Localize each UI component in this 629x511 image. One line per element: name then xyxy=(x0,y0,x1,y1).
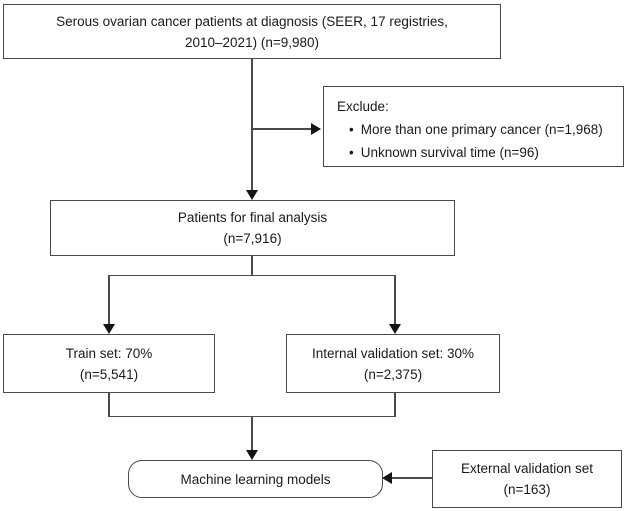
train-set-line1: Train set: 70% xyxy=(65,345,153,361)
arrow-down-icon xyxy=(389,324,401,334)
internal-validation-line1: Internal validation set: 30% xyxy=(311,345,475,361)
external-validation-line1: External validation set xyxy=(460,461,594,476)
final-analysis-line1: Patients for final analysis xyxy=(177,210,328,225)
arrow-left-icon xyxy=(382,471,392,484)
source-population-box: Serous ovarian cancer patients at diagno… xyxy=(3,4,501,59)
bullet-icon: • xyxy=(349,122,354,137)
source-population-line2: 2010–2021) (n=9,980) xyxy=(185,34,319,50)
exclude-item-2-label: Unknown survival time (n=96) xyxy=(360,145,539,160)
connector-split-to-train xyxy=(108,274,110,326)
exclude-item-1: • More than one primary cancer (n=1,968) xyxy=(349,118,603,141)
connector-train-down xyxy=(108,393,110,417)
connector-internal-down xyxy=(394,393,396,417)
internal-validation-line2: (n=2,375) xyxy=(363,366,423,382)
arrow-down-icon xyxy=(246,450,258,460)
machine-learning-models-box: Machine learning models xyxy=(128,460,383,498)
train-set-box: Train set: 70% (n=5,541) xyxy=(3,334,215,393)
connector-branch-to-exclude xyxy=(252,128,312,130)
machine-learning-models-label: Machine learning models xyxy=(180,471,331,487)
final-analysis-box: Patients for final analysis (n=7,916) xyxy=(50,200,455,256)
connector-source-to-final xyxy=(251,59,253,192)
connector-split-to-internal xyxy=(394,274,396,326)
source-population-line1: Serous ovarian cancer patients at diagno… xyxy=(56,13,448,29)
external-validation-set-box: External validation set (n=163) xyxy=(432,450,622,508)
connector-merge-to-ml xyxy=(251,415,253,452)
arrow-right-icon xyxy=(311,123,321,135)
train-set-line2: (n=5,541) xyxy=(79,366,139,382)
connector-split-horizontal xyxy=(108,274,396,276)
exclude-title: Exclude: xyxy=(337,99,389,114)
arrow-down-icon xyxy=(246,190,258,200)
arrow-down-icon xyxy=(103,324,115,334)
external-validation-line2: (n=163) xyxy=(503,482,551,497)
exclude-item-1-label: More than one primary cancer (n=1,968) xyxy=(360,122,603,137)
connector-external-to-ml xyxy=(392,477,432,479)
final-analysis-line2: (n=7,916) xyxy=(223,231,282,246)
bullet-icon: • xyxy=(349,145,354,160)
exclude-box: Exclude: • More than one primary cancer … xyxy=(323,86,624,167)
connector-final-stub xyxy=(251,256,253,276)
internal-validation-set-box: Internal validation set: 30% (n=2,375) xyxy=(286,334,500,393)
exclude-item-2: • Unknown survival time (n=96) xyxy=(349,141,539,164)
